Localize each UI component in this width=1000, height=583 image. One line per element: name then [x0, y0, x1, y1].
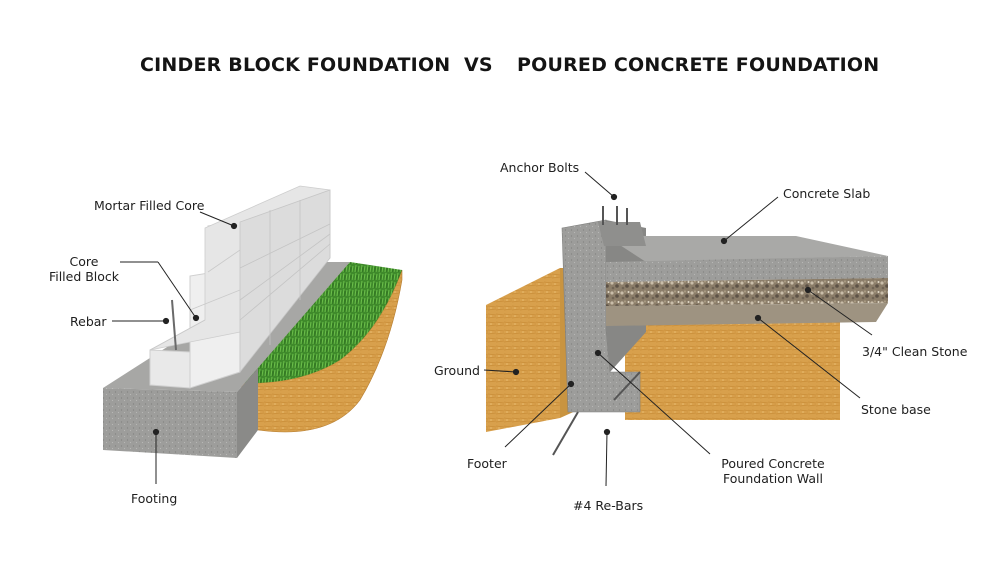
vs-label: VS: [464, 54, 493, 76]
label-mortar-filled-core: Mortar Filled Core: [94, 198, 205, 213]
label-concrete-slab: Concrete Slab: [783, 186, 871, 201]
label-rebar: Rebar: [70, 314, 107, 329]
right-leader-lines: [483, 171, 873, 487]
left-leader-lines: [112, 211, 238, 484]
poured-concrete-drawing: [486, 206, 888, 456]
label-anchor-bolts: Anchor Bolts: [500, 160, 580, 175]
cinder-block-drawing: [103, 185, 403, 458]
label-clean-stone: 3/4" Clean Stone: [862, 344, 968, 359]
label-footer: Footer: [467, 456, 507, 471]
poured-concrete-title: POURED CONCRETE FOUNDATION: [517, 54, 880, 76]
label-rebars: #4 Re-Bars: [573, 498, 644, 513]
label-footing: Footing: [131, 491, 178, 506]
label-core-filled-block-line1: Core: [69, 254, 99, 269]
label-ground: Ground: [434, 363, 480, 378]
label-wall-line2: Foundation Wall: [723, 471, 823, 486]
label-core-filled-block-line2: Filled Block: [48, 269, 120, 284]
label-stone-base: Stone base: [861, 402, 931, 417]
label-wall-line1: Poured Concrete: [721, 456, 825, 471]
cinder-block-title: CINDER BLOCK FOUNDATION: [140, 54, 451, 76]
